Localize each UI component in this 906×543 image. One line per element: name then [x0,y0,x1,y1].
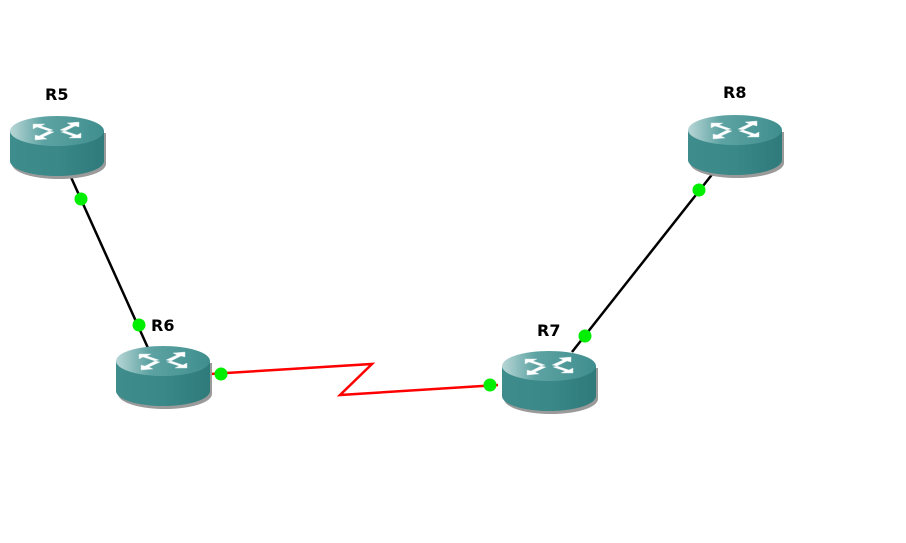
router-r8-icon[interactable] [687,114,785,179]
link-status-up-icon [132,318,146,332]
router-r5-icon[interactable] [9,115,107,180]
router-r7-icon[interactable] [501,350,599,415]
router-r6-icon[interactable] [115,345,213,410]
link-r6-r7-serial[interactable] [209,362,499,397]
router-label-r5[interactable]: R5 [45,85,68,104]
link-r7-r8[interactable] [571,171,715,353]
router-label-r6[interactable]: R6 [151,316,174,335]
link-status-up-icon [74,192,88,206]
link-status-up-icon [578,329,592,343]
link-status-up-icon [214,367,228,381]
link-status-up-icon [692,183,706,197]
link-status-up-icon [483,378,497,392]
router-label-r8[interactable]: R8 [723,83,746,102]
router-label-r7[interactable]: R7 [537,321,560,340]
